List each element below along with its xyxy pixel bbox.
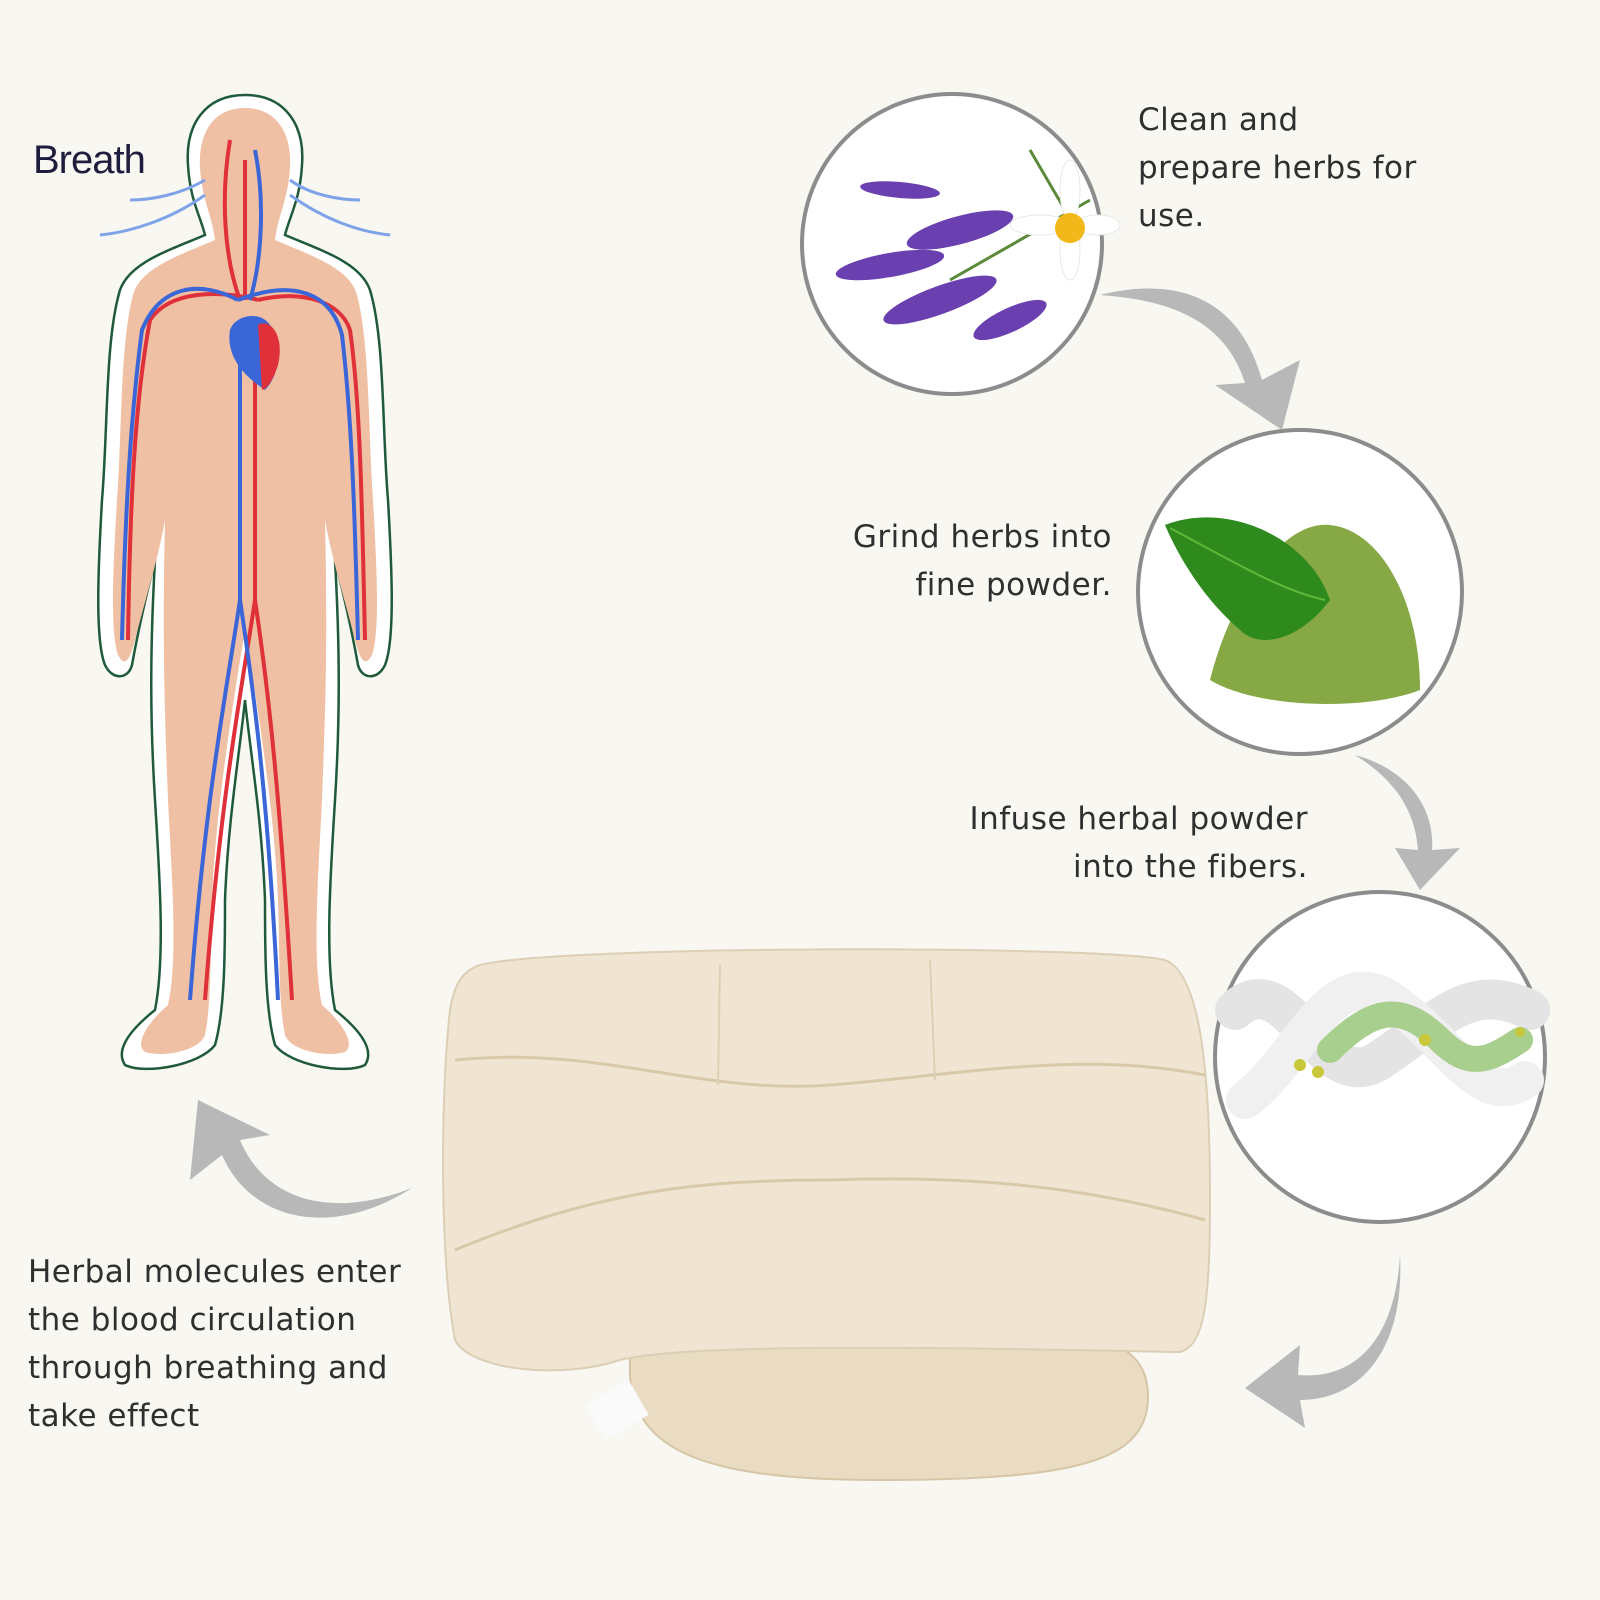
step1-caption: Clean and prepare herbs for use.	[1138, 96, 1417, 240]
step2-image-powder	[1136, 428, 1464, 756]
caption-line: Herbal molecules enter	[28, 1254, 402, 1290]
vein-lines	[120, 149, 360, 1001]
step4-caption: Herbal molecules enter the blood circula…	[28, 1248, 401, 1440]
main-pillow	[442, 948, 1212, 1372]
caption-line: take effect	[28, 1398, 200, 1434]
breath-label: Breath	[33, 138, 146, 182]
fiber-strand	[1226, 971, 1544, 1119]
arrow-step1-to-step2	[1100, 288, 1300, 430]
chamomile-center	[1055, 213, 1085, 243]
pillow-stitching	[717, 959, 936, 1086]
herbal-pillow-image	[442, 948, 1212, 1482]
step2-caption: Grind herbs into fine powder.	[853, 513, 1112, 609]
caption-line: prepare herbs for	[1138, 150, 1417, 186]
fiber-strand	[1215, 979, 1550, 1088]
caption-line: through breathing and	[28, 1350, 388, 1386]
caption-line: Clean and	[1138, 102, 1299, 138]
caption-line: the blood circulation	[28, 1302, 357, 1338]
infused-fiber-strand	[1317, 1001, 1533, 1072]
pillow-seams	[454, 1055, 1206, 1252]
caption-line: Grind herbs into	[852, 519, 1112, 555]
pillow-tag	[585, 1380, 649, 1440]
step3-caption: Infuse herbal powder into the fibers.	[969, 795, 1308, 891]
chamomile-flower	[1009, 159, 1121, 281]
flow-arrows	[190, 288, 1460, 1428]
artery-lines	[126, 139, 367, 1001]
arrow-pillow-to-body	[190, 1100, 412, 1218]
leaf-vein	[1169, 527, 1326, 601]
body-skin	[112, 108, 378, 1055]
breath-lines	[99, 178, 391, 237]
herb-particles	[1294, 1027, 1525, 1078]
step3-image-fibers	[1213, 890, 1550, 1224]
caption-line: fine powder.	[915, 567, 1112, 603]
arrow-step2-to-step3	[1355, 755, 1460, 890]
step1-image-lavender	[800, 92, 1121, 396]
caption-line: into the fibers.	[1073, 849, 1308, 885]
heart-red-half	[258, 323, 280, 390]
lavender-sprigs	[835, 181, 1047, 341]
caption-line: Infuse herbal powder	[969, 801, 1308, 837]
arrow-step3-to-pillow	[1245, 1255, 1401, 1428]
caption-line: use.	[1138, 198, 1205, 234]
circulatory-body-illustration	[97, 93, 393, 1071]
